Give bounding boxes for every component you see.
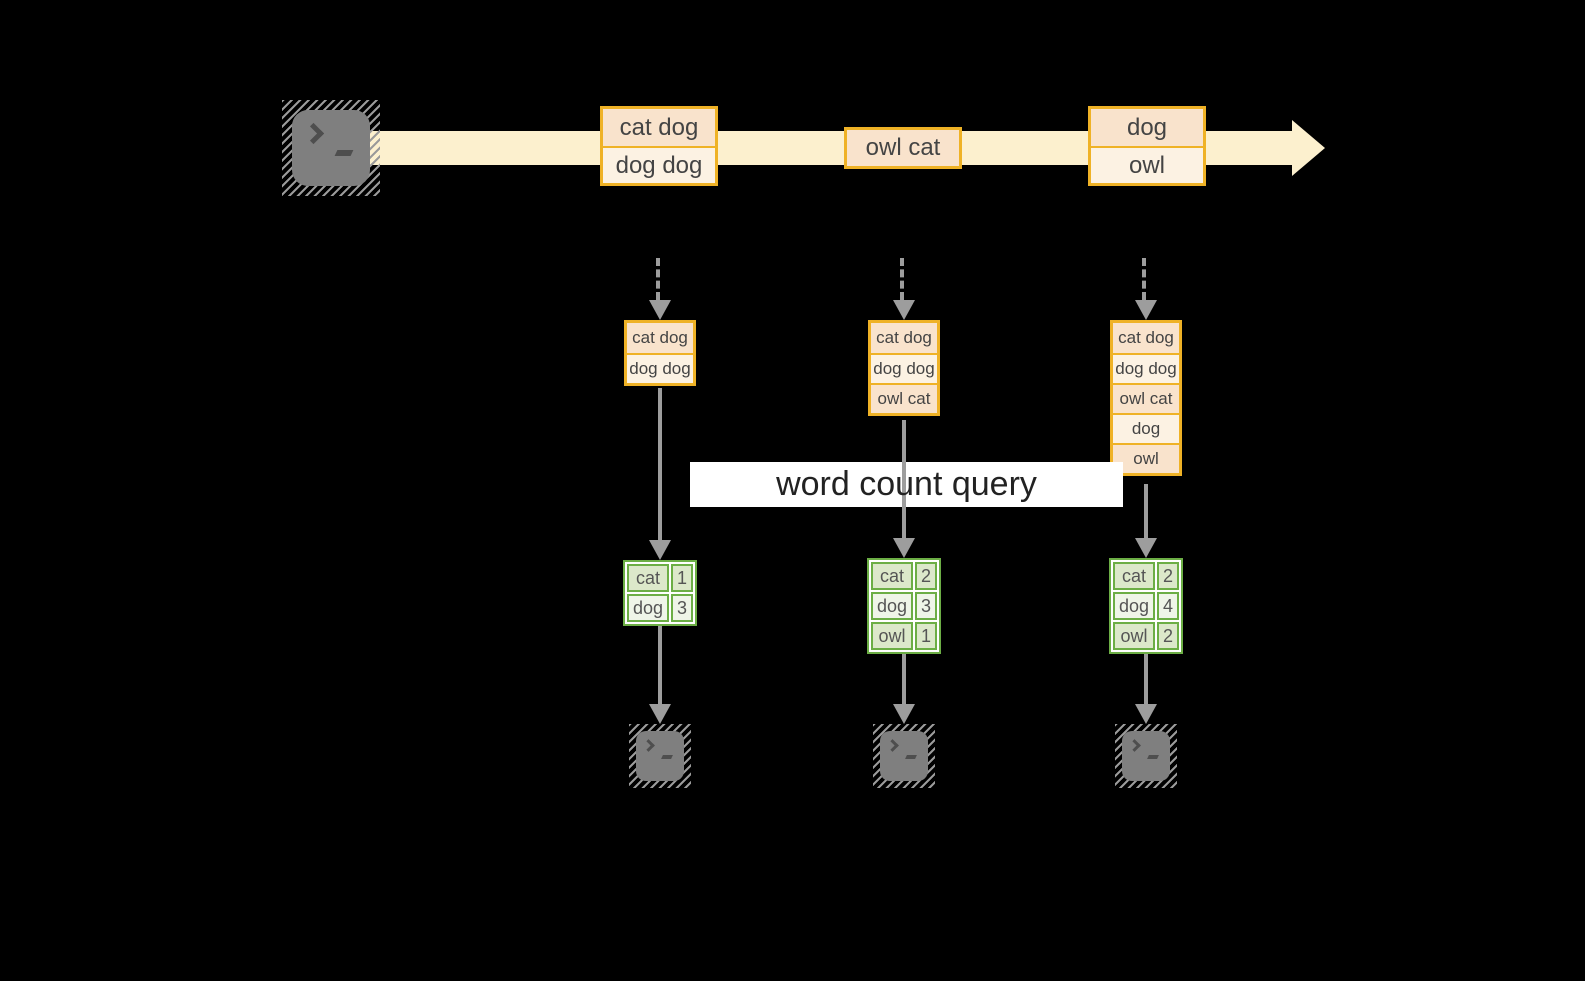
query-band: [690, 462, 1123, 507]
query-arrow-line-2: [902, 420, 906, 538]
count-word: owl: [1113, 622, 1155, 650]
query-arrow-head-3: [1135, 538, 1157, 558]
state-record: cat dog: [871, 323, 937, 353]
prompt-underscore-icon: [334, 150, 354, 156]
count-table-1: cat 1 dog 3: [623, 560, 697, 626]
count-value: 3: [915, 592, 937, 620]
count-value: 2: [915, 562, 937, 590]
output-arrow-head-2: [893, 704, 915, 724]
ingest-arrow-line-1: [656, 258, 660, 300]
prompt-underscore-icon: [661, 755, 673, 759]
count-value: 2: [1157, 622, 1179, 650]
prompt-underscore-icon: [905, 755, 917, 759]
prompt-underscore-icon: [1147, 755, 1159, 759]
terminal-screen: [880, 731, 928, 781]
output-arrow-line-1: [658, 626, 662, 704]
ingest-arrow-head-3: [1135, 300, 1157, 320]
stream-batch-1: cat dog dog dog: [600, 106, 718, 186]
terminal-sink-3-icon: [1115, 724, 1177, 788]
terminal-source-icon: [282, 100, 380, 196]
prompt-chevron-icon: [1128, 739, 1141, 752]
count-value: 3: [671, 594, 693, 622]
stream-batch-2: owl cat: [844, 127, 962, 169]
state-record: owl cat: [1113, 383, 1179, 413]
record: owl: [1091, 146, 1203, 183]
state-box-1: cat dog dog dog: [624, 320, 696, 386]
state-box-2: cat dog dog dog owl cat: [868, 320, 940, 416]
terminal-sink-2-icon: [873, 724, 935, 788]
output-arrow-line-3: [1144, 654, 1148, 704]
count-value: 1: [671, 564, 693, 592]
terminal-screen: [292, 110, 370, 186]
count-word: cat: [871, 562, 913, 590]
output-arrow-head-3: [1135, 704, 1157, 724]
state-record: dog dog: [627, 353, 693, 383]
record: dog dog: [603, 146, 715, 183]
state-record: cat dog: [627, 323, 693, 353]
record: cat dog: [603, 109, 715, 146]
count-value: 2: [1157, 562, 1179, 590]
count-table-2: cat 2 dog 3 owl 1: [867, 558, 941, 654]
output-arrow-head-1: [649, 704, 671, 724]
state-record: owl: [1113, 443, 1179, 473]
stream-batch-3: dog owl: [1088, 106, 1206, 186]
count-table-3: cat 2 dog 4 owl 2: [1109, 558, 1183, 654]
count-word: dog: [871, 592, 913, 620]
ingest-arrow-head-1: [649, 300, 671, 320]
prompt-chevron-icon: [886, 739, 899, 752]
state-record: owl cat: [871, 383, 937, 413]
query-arrow-line-3: [1144, 484, 1148, 538]
stream-arrow-head: [1292, 120, 1325, 176]
output-arrow-line-2: [902, 654, 906, 704]
prompt-chevron-icon: [302, 122, 325, 145]
query-arrow-line-1: [658, 388, 662, 540]
state-record: dog dog: [871, 353, 937, 383]
count-word: dog: [627, 594, 669, 622]
state-record: dog: [1113, 413, 1179, 443]
state-box-3: cat dog dog dog owl cat dog owl: [1110, 320, 1182, 476]
state-record: cat dog: [1113, 323, 1179, 353]
prompt-chevron-icon: [642, 739, 655, 752]
count-word: cat: [1113, 562, 1155, 590]
ingest-arrow-line-3: [1142, 258, 1146, 300]
ingest-arrow-head-2: [893, 300, 915, 320]
record: owl cat: [847, 130, 959, 166]
terminal-sink-1-icon: [629, 724, 691, 788]
terminal-screen: [1122, 731, 1170, 781]
count-value: 1: [915, 622, 937, 650]
terminal-screen: [636, 731, 684, 781]
count-word: owl: [871, 622, 913, 650]
count-word: cat: [627, 564, 669, 592]
query-arrow-head-2: [893, 538, 915, 558]
count-value: 4: [1157, 592, 1179, 620]
query-arrow-head-1: [649, 540, 671, 560]
count-word: dog: [1113, 592, 1155, 620]
state-record: dog dog: [1113, 353, 1179, 383]
ingest-arrow-line-2: [900, 258, 904, 300]
record: dog: [1091, 109, 1203, 146]
